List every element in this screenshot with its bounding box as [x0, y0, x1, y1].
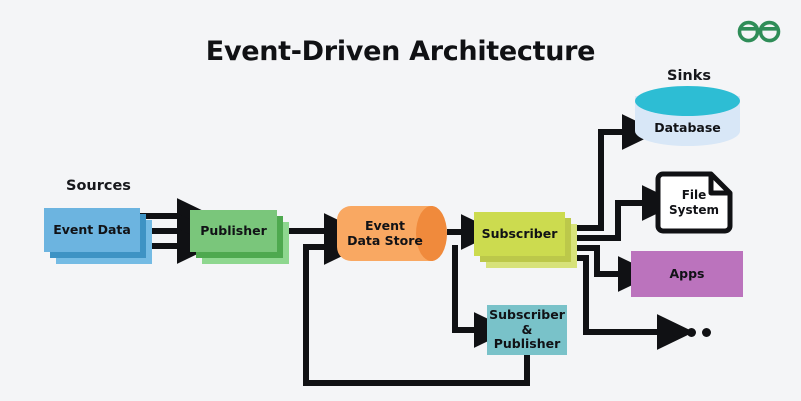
node-publisher[interactable]: Publisher: [190, 210, 289, 264]
node-database[interactable]: Database: [635, 86, 740, 153]
geeksforgeeks-logo: [735, 14, 783, 48]
cylinder-cap: [416, 206, 447, 261]
node-more-ellipsis: [672, 328, 711, 337]
node-event-data[interactable]: Event Data: [44, 208, 152, 264]
sources-group-label: Sources: [66, 178, 131, 194]
edge-group: [140, 114, 694, 386]
card-front: [44, 208, 140, 252]
edge-subscriber-filesystem: [577, 185, 679, 241]
node-apps-label: Apps: [669, 265, 705, 281]
node-subscriber[interactable]: Subscriber: [474, 212, 577, 268]
edge-subscriber-apps: [577, 245, 655, 292]
cylinder-top: [635, 86, 740, 116]
edge-subpub-eventstore-feedback: [303, 229, 530, 386]
dot-icon: [687, 328, 696, 337]
gfg-logo-icon: [737, 20, 781, 43]
diagram-title: Event-Driven Architecture: [205, 36, 596, 67]
card-front: [474, 212, 565, 256]
node-file-system[interactable]: File System: [655, 171, 733, 234]
node-subscriber-publisher-label: Subscriber & Publisher: [489, 306, 565, 352]
card-front: [190, 210, 277, 252]
dot-icon: [702, 328, 711, 337]
edge-subscriber-more: [577, 255, 694, 350]
sinks-group-label: Sinks: [667, 68, 712, 84]
edge-eventstore-subpub: [452, 245, 511, 348]
node-subscriber-publisher[interactable]: Subscriber & Publisher: [487, 305, 567, 355]
document-icon: [655, 171, 733, 234]
dot-icon: [672, 328, 681, 337]
node-apps[interactable]: Apps: [631, 251, 743, 297]
node-event-data-store[interactable]: Event Data Store: [337, 206, 447, 261]
edge-subscriber-database: [577, 114, 659, 231]
